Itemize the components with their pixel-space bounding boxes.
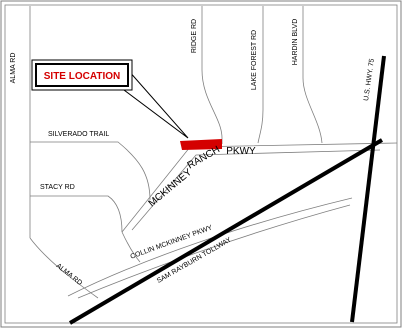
label-lake-forest-rd: LAKE FOREST RD (251, 30, 258, 90)
callout-box-inner (35, 63, 129, 87)
label-hardin-blvd: HARDIN BLVD (292, 19, 299, 66)
map-inner-frame (4, 4, 398, 324)
silverado-trail-line (30, 141, 151, 201)
label-us-hwy-75: U.S. HWY. 75 (363, 58, 376, 101)
sam-rayburn-tollway-line (68, 138, 384, 325)
label-silverado-trail: SILVERADO TRAIL (48, 131, 109, 138)
stacy-rd-line (30, 195, 123, 233)
connector-road-line (121, 231, 141, 263)
us-hwy-75-line (350, 55, 386, 323)
mckinney-ranch-pkwy-line-b (131, 149, 381, 231)
label-alma-rd-south: ALMA RD (55, 263, 84, 287)
alma-rd-south-line (29, 237, 99, 299)
label-pkwy: PKWY (226, 146, 256, 157)
label-mckinney: MCKINNEY (147, 167, 195, 210)
callout-text: SITE LOCATION (44, 71, 120, 82)
ridge-rd-line (201, 6, 223, 144)
lake-forest-rd-line (257, 6, 264, 144)
site-marker (180, 139, 222, 150)
collin-mckinney-pkwy-line-b (77, 204, 351, 299)
collin-mckinney-pkwy-line-a (67, 197, 353, 297)
hardin-blvd-line (302, 6, 323, 144)
label-stacy-rd: STACY RD (40, 184, 75, 191)
callout-leader (123, 68, 189, 139)
label-ridge-rd: RIDGE RD (191, 19, 198, 53)
label-alma-rd-north: ALMA RD (10, 53, 17, 84)
